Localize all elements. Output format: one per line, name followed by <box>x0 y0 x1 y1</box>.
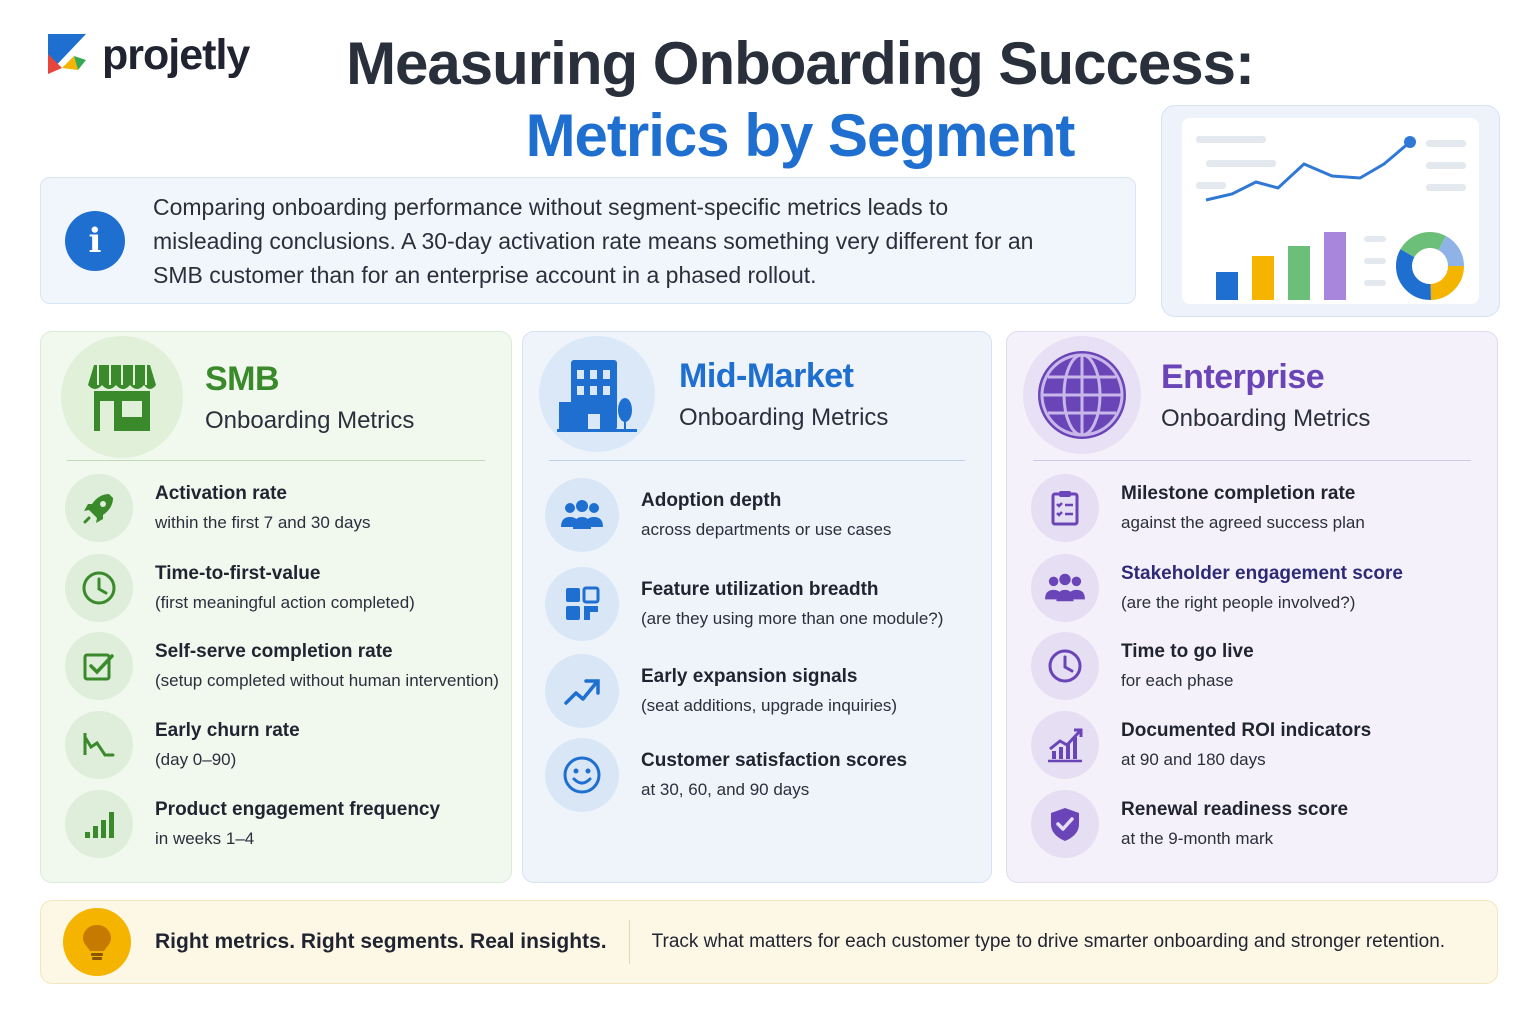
metric-item: Milestone completion rate against the ag… <box>1031 474 1365 542</box>
segment-subtitle-enterprise: Onboarding Metrics <box>1161 404 1371 432</box>
metric-desc: at the 9-month mark <box>1121 829 1274 848</box>
metric-item: Time-to-first-value (first meaningful ac… <box>65 554 415 622</box>
metric-item: Activation rate within the first 7 and 3… <box>65 474 370 542</box>
metric-desc: at 90 and 180 days <box>1121 750 1266 769</box>
globe-icon <box>1023 336 1141 454</box>
storefront-icon <box>61 336 183 458</box>
segment-name-enterprise: Enterprise <box>1161 357 1325 396</box>
lightbulb-icon <box>63 908 131 976</box>
segment-header-mid-market: Mid-Market Onboarding Metrics <box>539 336 888 452</box>
segment-card-enterprise: Enterprise Onboarding Metrics Milestone … <box>1006 331 1498 883</box>
clipboard-checklist-icon <box>1031 474 1099 542</box>
brand-name: projetly <box>102 30 250 79</box>
metric-title: Time to go live <box>1121 641 1254 662</box>
metric-desc: (setup completed without human intervent… <box>155 671 499 690</box>
segment-header-enterprise: Enterprise Onboarding Metrics <box>1023 336 1370 454</box>
footer-headline: Right metrics. Right segments. Real insi… <box>155 930 607 953</box>
metric-desc: for each phase <box>1121 671 1234 690</box>
segment-name-mid-market: Mid-Market <box>679 356 854 395</box>
title-line-2: Metrics by Segment <box>525 102 1076 169</box>
segment-card-smb: SMB Onboarding Metrics Activation rate w… <box>40 331 512 883</box>
clock-icon <box>65 554 133 622</box>
segment-divider <box>1033 460 1471 461</box>
growth-chart-icon <box>1031 711 1099 779</box>
footer-divider <box>628 920 630 964</box>
metric-desc: across departments or use cases <box>641 520 892 539</box>
metric-desc: (day 0–90) <box>155 750 237 769</box>
info-icon: i <box>65 210 125 271</box>
checkbox-icon <box>65 632 133 700</box>
metric-desc: (are the right people involved?) <box>1121 593 1356 612</box>
segment-card-mid-market: Mid-Market Onboarding Metrics Adoption d… <box>522 331 992 883</box>
trend-down-icon <box>65 711 133 779</box>
metric-desc: (seat additions, upgrade inquiries) <box>641 696 898 715</box>
metric-title: Adoption depth <box>641 490 782 511</box>
projetly-logo-icon <box>48 34 86 74</box>
segment-name-smb: SMB <box>205 359 280 398</box>
segment-divider <box>549 460 965 461</box>
metric-item: Adoption depth across departments or use… <box>545 478 891 552</box>
metric-title: Documented ROI indicators <box>1121 720 1372 741</box>
metric-title: Stakeholder engagement score <box>1121 563 1403 584</box>
people-group-icon <box>545 478 619 552</box>
metric-item: Feature utilization breadth (are they us… <box>545 567 943 641</box>
metric-desc: (first meaningful action completed) <box>155 593 415 612</box>
page-title: Measuring Onboarding Success: Metrics by… <box>300 28 1300 172</box>
metric-item: Stakeholder engagement score (are the ri… <box>1031 554 1403 622</box>
modules-grid-icon <box>545 567 619 641</box>
metric-item: Customer satisfaction scores at 30, 60, … <box>545 738 907 812</box>
smiley-icon <box>545 738 619 812</box>
info-text: Comparing onboarding performance without… <box>153 193 1034 288</box>
metric-desc: within the first 7 and 30 days <box>155 513 371 532</box>
metric-title: Activation rate <box>155 483 287 504</box>
segment-header-smb: SMB Onboarding Metrics <box>61 336 414 458</box>
metric-item: Renewal readiness score at the 9-month m… <box>1031 790 1348 858</box>
metric-title: Early churn rate <box>155 720 300 741</box>
rocket-icon <box>65 474 133 542</box>
metric-title: Feature utilization breadth <box>641 579 879 600</box>
trend-up-icon <box>545 654 619 728</box>
metric-title: Early expansion signals <box>641 666 858 687</box>
metric-desc: against the agreed success plan <box>1121 513 1365 532</box>
metric-item: Time to go live for each phase <box>1031 632 1254 700</box>
office-building-icon <box>539 336 655 452</box>
metric-title: Product engagement frequency <box>155 799 441 820</box>
segment-divider <box>67 460 485 461</box>
metric-item: Self-serve completion rate (setup comple… <box>65 632 499 700</box>
metric-desc: at 30, 60, and 90 days <box>641 780 810 799</box>
shield-check-icon <box>1031 790 1099 858</box>
dashboard-illustration <box>1161 105 1500 317</box>
people-group-icon <box>1031 554 1099 622</box>
metric-item: Early expansion signals (seat additions,… <box>545 654 897 728</box>
brand-logo[interactable]: projetly <box>44 30 250 80</box>
metric-desc: in weeks 1–4 <box>155 829 255 848</box>
metric-title: Self-serve completion rate <box>155 641 393 662</box>
metric-item: Product engagement frequency in weeks 1–… <box>65 790 440 858</box>
metric-title: Customer satisfaction scores <box>641 750 908 771</box>
metric-title: Milestone completion rate <box>1121 483 1356 504</box>
clock-icon <box>1031 632 1099 700</box>
segment-subtitle-smb: Onboarding Metrics <box>205 406 415 434</box>
title-line-1: Measuring Onboarding Success: <box>346 30 1255 97</box>
metric-title: Time-to-first-value <box>155 563 321 584</box>
segment-subtitle-mid-market: Onboarding Metrics <box>679 403 889 431</box>
bar-chart-icon <box>65 790 133 858</box>
footer-text: Track what matters for each customer typ… <box>651 931 1446 952</box>
dashboard-illustration-icon <box>1182 118 1479 304</box>
info-callout: i Comparing onboarding performance witho… <box>40 177 1136 304</box>
footer-banner: Right metrics. Right segments. Real insi… <box>40 900 1498 984</box>
metric-item: Early churn rate (day 0–90) <box>65 711 300 779</box>
metric-title: Renewal readiness score <box>1121 799 1349 820</box>
metric-item: Documented ROI indicators at 90 and 180 … <box>1031 711 1371 779</box>
metric-desc: (are they using more than one module?) <box>641 609 944 628</box>
